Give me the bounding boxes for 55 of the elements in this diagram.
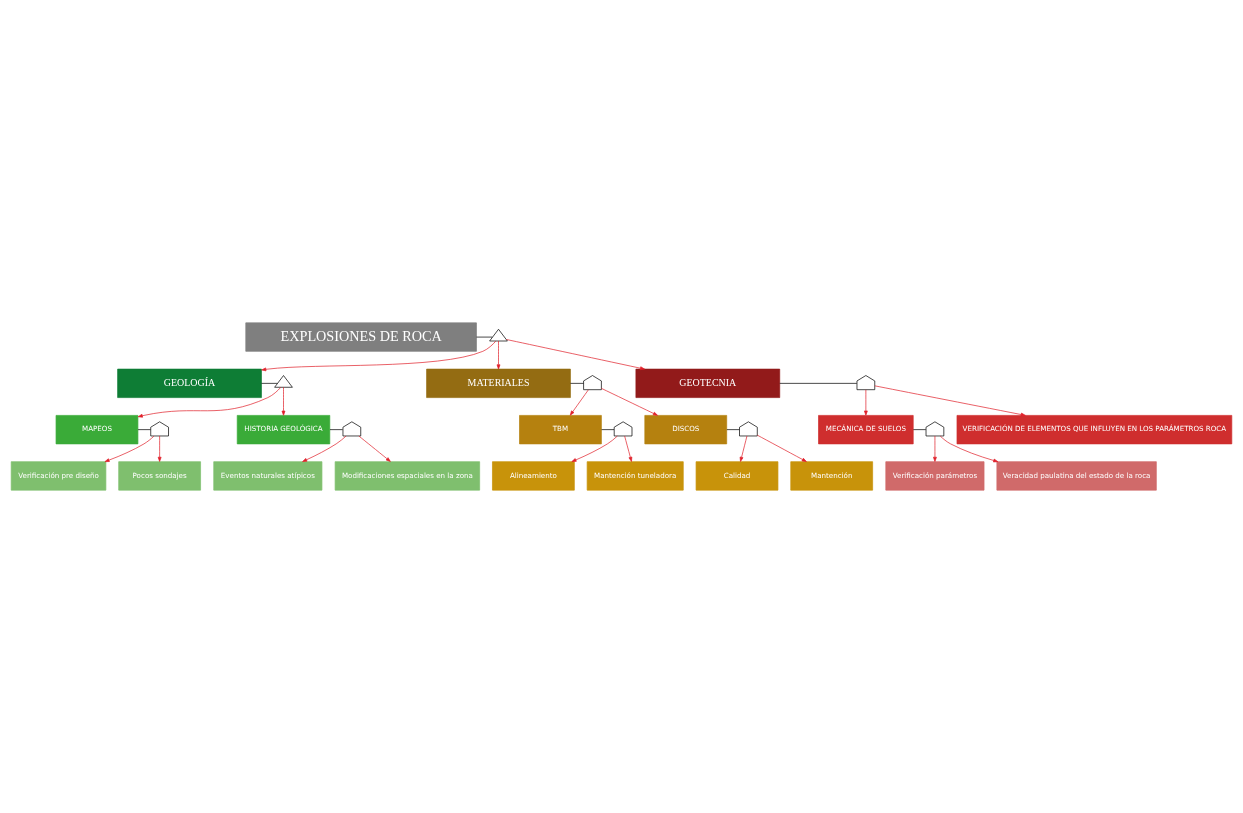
arrow	[569, 389, 589, 416]
node-box: VERIFICACIÓN DE ELEMENTOS QUE INFLUYEN EN LOS PARÁMETROS ROCA	[956, 415, 1233, 445]
node-box: Calidad	[695, 461, 779, 491]
arrow	[571, 435, 618, 462]
node-and-gate	[925, 421, 945, 437]
node-box: MECÁNICA DE SUELOS	[818, 415, 914, 445]
node-and-gate	[150, 421, 169, 437]
connector	[779, 383, 858, 384]
arrow	[261, 340, 497, 372]
node-box: Pocos sondajes	[118, 461, 201, 491]
node-box: Veracidad paulatina del estado de la roca	[996, 461, 1157, 491]
connector	[913, 429, 927, 430]
connector	[137, 429, 151, 430]
node-box: MATERIALES	[426, 368, 571, 398]
node-box: GEOLOGÍA	[117, 368, 262, 398]
arrow	[281, 386, 286, 416]
connector	[601, 429, 615, 430]
arrow	[864, 389, 868, 416]
arrow	[933, 435, 937, 462]
node-box: Mantención	[790, 461, 873, 491]
node-or-gate	[489, 328, 508, 342]
arrow	[157, 435, 162, 462]
node-box: TBM	[519, 415, 602, 445]
arrow	[624, 435, 633, 462]
node-and-gate	[613, 421, 633, 437]
arrow	[358, 435, 391, 462]
connector	[726, 429, 740, 430]
node-box: Mantención tuneladora	[586, 461, 684, 491]
node-or-gate	[274, 375, 293, 388]
node-box: DISCOS	[644, 415, 728, 445]
node-box: Verificación parámetros	[885, 461, 985, 491]
node-and-gate	[342, 421, 362, 437]
node-box: Alineamiento	[492, 461, 575, 491]
arrow	[601, 388, 658, 416]
arrow	[137, 387, 282, 418]
node-and-gate	[583, 375, 602, 391]
arrow	[104, 435, 155, 462]
arrow	[496, 340, 501, 370]
arrow	[939, 435, 999, 463]
node-and-gate	[856, 375, 876, 391]
node-box: Modificaciones espaciales en la zona	[334, 461, 480, 491]
node-box: EXPLOSIONES DE ROCA	[245, 322, 477, 352]
node-box: Verificación pre diseño	[10, 461, 107, 491]
node-box: MAPEOS	[55, 415, 139, 445]
node-box: Eventos naturales atípicos	[213, 461, 323, 491]
connector	[570, 383, 584, 384]
node-box: HISTORIA GEOLÓGICA	[236, 415, 331, 445]
arrow	[739, 435, 748, 462]
node-and-gate	[739, 421, 758, 437]
connector	[261, 383, 278, 384]
arrow	[506, 339, 645, 371]
connector	[476, 336, 493, 338]
arrow	[874, 385, 1026, 417]
arrow	[756, 434, 807, 462]
arrow	[302, 435, 347, 462]
